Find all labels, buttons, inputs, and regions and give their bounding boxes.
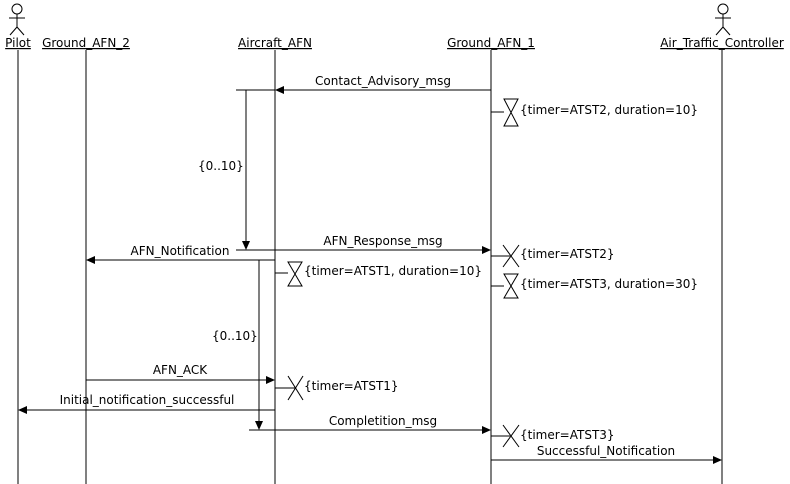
timer-atst2-stop-label: {timer=ATST2} bbox=[520, 247, 615, 261]
time-constraint-2: {0..10} bbox=[212, 259, 275, 430]
message-successful-notification: Successful_Notification bbox=[491, 444, 722, 464]
participant-air-traffic-controller: Air_Traffic_Controller bbox=[660, 36, 784, 50]
timer-atst3-start-label: {timer=ATST3, duration=30} bbox=[520, 277, 698, 291]
svg-text:AFN_ACK: AFN_ACK bbox=[153, 363, 208, 377]
timer-atst1-start-icon bbox=[275, 261, 303, 287]
timer-atst3-stop-icon bbox=[491, 424, 520, 448]
timer-atst2-stop-icon bbox=[491, 244, 520, 268]
message-afn-notification: AFN_Notification bbox=[86, 244, 275, 264]
timer-atst1-stop-label: {timer=ATST1} bbox=[304, 379, 399, 393]
timer-atst3-stop-label: {timer=ATST3} bbox=[520, 428, 615, 442]
svg-text:Contact_Advisory_msg: Contact_Advisory_msg bbox=[315, 74, 451, 88]
timer-atst3-start-icon bbox=[491, 273, 519, 299]
svg-text:{0..10}: {0..10} bbox=[198, 159, 244, 173]
pilot-actor-icon bbox=[9, 3, 25, 36]
message-contact-advisory: Contact_Advisory_msg bbox=[275, 74, 491, 94]
message-initial-notification: Initial_notification_successful bbox=[18, 393, 275, 414]
participant-ground-afn-2: Ground_AFN_2 bbox=[42, 36, 130, 50]
timer-atst2-start-label: {timer=ATST2, duration=10} bbox=[520, 103, 698, 117]
message-afn-response: AFN_Response_msg bbox=[236, 234, 491, 254]
message-afn-ack: AFN_ACK bbox=[86, 363, 275, 384]
time-constraint-1: {0..10} bbox=[198, 89, 275, 250]
controller-actor-icon bbox=[715, 3, 731, 36]
svg-text:{0..10}: {0..10} bbox=[212, 329, 258, 343]
message-completion: Completition_msg bbox=[249, 414, 491, 434]
timer-atst1-stop-icon bbox=[275, 375, 304, 401]
svg-text:AFN_Response_msg: AFN_Response_msg bbox=[323, 234, 442, 248]
svg-text:Initial_notification_successfu: Initial_notification_successful bbox=[60, 393, 235, 407]
svg-text:Completition_msg: Completition_msg bbox=[329, 414, 437, 428]
participant-pilot: Pilot bbox=[5, 36, 31, 50]
participant-ground-afn-1: Ground_AFN_1 bbox=[447, 36, 535, 50]
timer-atst2-start-icon bbox=[491, 98, 519, 127]
svg-text:AFN_Notification: AFN_Notification bbox=[131, 244, 230, 258]
timer-atst1-start-label: {timer=ATST1, duration=10} bbox=[304, 264, 482, 278]
svg-text:Successful_Notification: Successful_Notification bbox=[537, 444, 675, 458]
participant-aircraft-afn: Aircraft_AFN bbox=[238, 36, 312, 50]
